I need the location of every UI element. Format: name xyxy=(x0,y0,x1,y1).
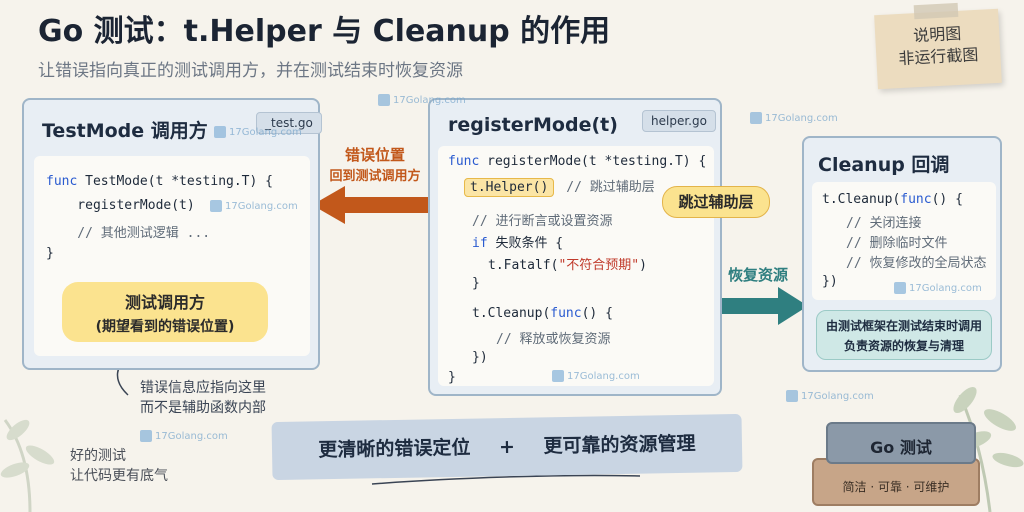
fatalf-message: "不符合预期" xyxy=(558,258,640,273)
underline-decoration xyxy=(371,474,641,485)
helper-code-line9: }) xyxy=(472,350,488,365)
caller-bubble-line1: 测试调用方 xyxy=(124,293,205,312)
watermark: 17Golang.com xyxy=(378,94,466,106)
cleanup-note-line2: 负责资源的恢复与清理 xyxy=(843,339,964,353)
keyword-func: func xyxy=(46,174,78,189)
skip-helper-label: 跳过辅助层 xyxy=(662,186,770,218)
caller-code-line1: func TestMode(t *testing.T) { xyxy=(46,174,273,189)
helper-code-line3: // 进行断言或设置资源 xyxy=(472,214,613,229)
helper-code-block: func registerMode(t *testing.T) { t.Help… xyxy=(438,146,714,386)
cleanup-panel: Cleanup 回调 t.Cleanup(func() { // 关闭连接 //… xyxy=(802,136,1002,372)
helper-code-line1: func registerMode(t *testing.T) { xyxy=(448,154,706,169)
arrow-to-cleanup-icon xyxy=(722,287,808,325)
watermark-logo-icon xyxy=(894,282,906,294)
cleanup-open: () { xyxy=(581,306,613,321)
helper-code-line7: t.Cleanup(func() { xyxy=(472,306,613,321)
arrow-to-cleanup-label: 恢复资源 xyxy=(728,266,789,284)
helper-code-line8: // 释放或恢复资源 xyxy=(496,332,611,347)
arrow-to-caller-label: 错误位置 回到测试调用方 xyxy=(322,144,428,184)
book-top: Go 测试 xyxy=(826,422,976,464)
helper-code-line10: } xyxy=(448,370,456,385)
caller-note-line2: 而不是辅助函数内部 xyxy=(140,400,266,416)
watermark-logo-icon xyxy=(140,430,152,442)
watermark: 17Golang.com xyxy=(214,126,302,138)
watermark: 17Golang.com xyxy=(140,430,228,442)
helper-code-line4: if 失败条件 { xyxy=(472,232,563,251)
cleanup-code-block: t.Cleanup(func() { // 关闭连接 // 删除临时文件 // … xyxy=(812,182,996,300)
keyword-func: func xyxy=(550,306,582,321)
cleanup-code-line3: // 删除临时文件 xyxy=(846,236,948,251)
watermark-logo-icon xyxy=(786,390,798,402)
arrow-to-caller-icon xyxy=(312,186,428,224)
summary-plus: + xyxy=(498,435,516,459)
handwritten-note: 好的测试 让代码更有底气 xyxy=(70,446,168,486)
if-condition: 失败条件 { xyxy=(487,236,564,251)
cleanup-func-open: () { xyxy=(931,192,963,207)
caller-code-line3: // 其他测试逻辑 ... xyxy=(46,226,211,241)
keyword-func: func xyxy=(900,192,932,207)
caller-panel: TestMode 调用方 _test.go func TestMode(t *t… xyxy=(22,98,322,370)
helper-func-signature: registerMode(t *testing.T) { xyxy=(479,154,707,169)
caller-func-signature: TestMode(t *testing.T) { xyxy=(77,174,273,189)
cleanup-code-line2: // 关闭连接 xyxy=(846,216,922,231)
handwritten-note-line1: 好的测试 xyxy=(70,448,126,464)
arrow-to-caller-label-line1: 错误位置 xyxy=(344,146,405,164)
cleanup-func-call: t.Cleanup( xyxy=(822,192,901,207)
fatalf-close: ) xyxy=(639,258,647,273)
caller-panel-title: TestMode 调用方 xyxy=(42,120,208,142)
summary-right: 更可靠的资源管理 xyxy=(543,432,696,458)
book-top-label: Go 测试 xyxy=(870,438,932,457)
page-subtitle: 让错误指向真正的测试调用方，并在测试结束时恢复资源 xyxy=(38,61,463,81)
caller-code-line4: } xyxy=(46,246,54,261)
watermark-logo-icon xyxy=(552,370,564,382)
cleanup-note-box: 由测试框架在测试结束时调用 负责资源的恢复与清理 xyxy=(816,310,992,360)
cleanup-code-line4: // 恢复修改的全局状态 xyxy=(846,256,987,271)
cleanup-call: t.Cleanup( xyxy=(472,306,551,321)
page-title: Go 测试：t.Helper 与 Cleanup 的作用 xyxy=(38,14,611,49)
helper-file-tag: helper.go xyxy=(642,110,716,132)
helper-call-comment: // 跳过辅助层 xyxy=(566,180,655,195)
cleanup-code-line1: t.Cleanup(func() { xyxy=(822,192,963,207)
cleanup-note-line1: 由测试框架在测试结束时调用 xyxy=(825,319,982,333)
watermark-logo-icon xyxy=(214,126,226,138)
caller-note: 错误信息应指向这里 而不是辅助函数内部 xyxy=(140,378,266,418)
watermark: 17Golang.com xyxy=(894,282,982,294)
caller-code-line2: registerMode(t) xyxy=(46,198,195,213)
helper-call-highlight: t.Helper() xyxy=(464,178,555,197)
cleanup-code-line5: }) xyxy=(822,274,838,289)
book-bottom-label: 简洁 · 可靠 · 可维护 xyxy=(842,480,950,494)
watermark: 17Golang.com xyxy=(552,370,640,382)
helper-panel: registerMode(t) helper.go func registerM… xyxy=(428,98,722,396)
helper-code-line5: t.Fatalf("不符合预期") xyxy=(488,254,647,273)
caller-highlight-bubble: 测试调用方 (期望看到的错误位置) xyxy=(62,282,268,342)
watermark-logo-icon xyxy=(750,112,762,124)
summary-banner: 更清晰的错误定位 + 更可靠的资源管理 xyxy=(271,413,743,481)
watermark: 17Golang.com xyxy=(786,390,874,402)
fatalf-call: t.Fatalf( xyxy=(488,258,559,273)
book-bottom: 简洁 · 可靠 · 可维护 xyxy=(812,458,980,506)
watermark-logo-icon xyxy=(378,94,390,106)
cleanup-panel-title: Cleanup 回调 xyxy=(818,154,950,176)
test-file-tag: _test.go xyxy=(256,112,322,134)
caller-bubble-line2: (期望看到的错误位置) xyxy=(95,319,235,335)
helper-panel-title: registerMode(t) xyxy=(448,114,618,136)
handwritten-note-line2: 让代码更有底气 xyxy=(70,468,168,484)
summary-left: 更清晰的错误定位 xyxy=(318,436,471,462)
arrow-to-caller-label-line2: 回到测试调用方 xyxy=(329,169,421,184)
watermark: 17Golang.com xyxy=(210,200,298,212)
plant-left-icon xyxy=(0,419,55,512)
caller-note-line1: 错误信息应指向这里 xyxy=(140,380,266,396)
keyword-if: if xyxy=(472,236,488,251)
watermark-logo-icon xyxy=(210,200,222,212)
keyword-func: func xyxy=(448,154,480,169)
helper-code-line6: } xyxy=(472,276,480,291)
helper-code-line2: t.Helper() // 跳过辅助层 xyxy=(464,176,655,197)
watermark: 17Golang.com xyxy=(750,112,838,124)
